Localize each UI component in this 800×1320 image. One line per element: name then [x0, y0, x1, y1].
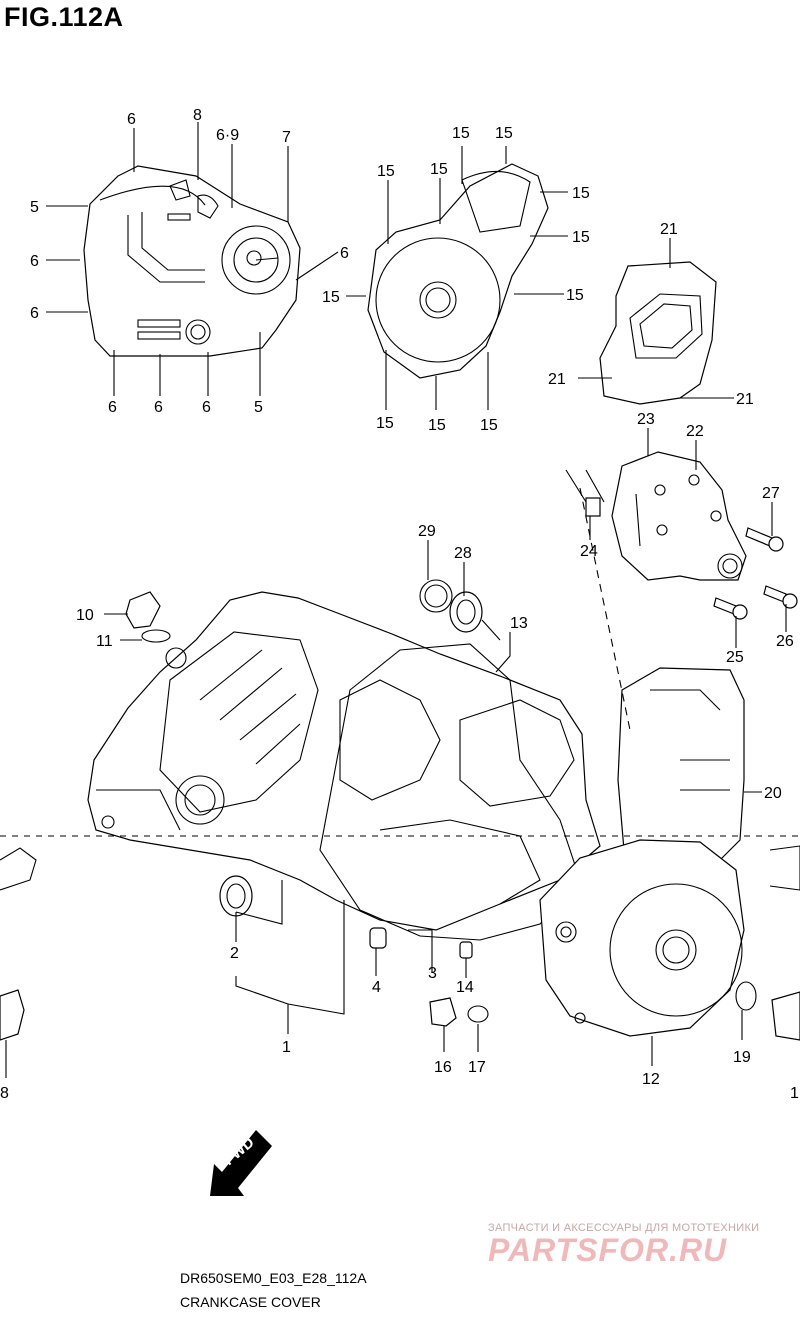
callout-12: 12	[642, 1071, 660, 1088]
callout-6-9: 6·9	[216, 127, 239, 144]
callout-15: 15	[566, 287, 584, 304]
callout-labels: 6 8 6·9 7 5 6 6 6 6 6 6 5 15 15 15 15 15…	[0, 107, 799, 1102]
callout-21: 21	[660, 221, 678, 238]
callout-24: 24	[580, 543, 598, 560]
callout-27: 27	[762, 485, 780, 502]
callout-15: 15	[377, 163, 395, 180]
callout-17: 17	[468, 1059, 486, 1076]
callout-4: 4	[372, 979, 381, 996]
sprocket-cover	[599, 261, 717, 405]
leader-lines	[5, 122, 787, 1078]
figure-code: DR650SEM0_E03_E28_112A	[180, 1270, 367, 1286]
callout-15: 15	[572, 185, 590, 202]
filler-cap	[125, 591, 171, 643]
watermark-brand: PARTSFOR.RU	[488, 1232, 728, 1268]
callout-6: 6	[154, 399, 163, 416]
callout-7: 7	[282, 129, 291, 146]
callout-15: 15	[480, 417, 498, 434]
callout-15: 15	[430, 161, 448, 178]
callout-16: 16	[434, 1059, 452, 1076]
water-pump-cover	[585, 451, 747, 581]
bolts-group	[713, 527, 798, 620]
assembly-lines	[0, 469, 800, 837]
callout-26: 26	[776, 633, 794, 650]
callout-1: 1	[790, 1085, 799, 1102]
callout-10: 10	[76, 607, 94, 624]
callout-13: 13	[510, 615, 528, 632]
callout-20: 20	[764, 785, 782, 802]
stator-cover-20	[617, 667, 745, 871]
callout-15: 15	[376, 415, 394, 432]
callout-6: 6	[202, 399, 211, 416]
generator-cover	[367, 163, 549, 379]
callout-15: 15	[428, 417, 446, 434]
callout-15: 15	[572, 229, 590, 246]
callout-3: 3	[428, 965, 437, 982]
callout-6: 6	[127, 111, 136, 128]
callout-15: 15	[322, 289, 340, 306]
small-parts	[0, 845, 800, 1041]
callout-8: 8	[193, 107, 202, 124]
callout-28: 28	[454, 545, 472, 562]
callout-29: 29	[418, 523, 436, 540]
callout-1: 1	[282, 1039, 291, 1056]
callout-14: 14	[456, 979, 474, 996]
callout-15: 15	[452, 125, 470, 142]
callout-2: 2	[230, 945, 239, 962]
callout-21: 21	[548, 371, 566, 388]
callout-6: 6	[108, 399, 117, 416]
callout-6: 6	[340, 245, 349, 262]
callout-5: 5	[254, 399, 263, 416]
callout-5: 5	[30, 199, 39, 216]
crankcase	[87, 591, 601, 931]
callout-21: 21	[736, 391, 754, 408]
callout-6: 6	[30, 305, 39, 322]
callout-15: 15	[495, 125, 513, 142]
callout-8: 8	[0, 1085, 9, 1102]
figure-title: FIG.112A	[4, 2, 124, 32]
callout-23: 23	[637, 411, 655, 428]
callout-25: 25	[726, 649, 744, 666]
callout-22: 22	[686, 423, 704, 440]
callout-19: 19	[733, 1049, 751, 1066]
callout-6: 6	[30, 253, 39, 270]
cover-gasket	[319, 643, 581, 941]
crankcase-cover-12	[539, 839, 745, 1037]
clutch-cover	[83, 165, 301, 357]
callout-11: 11	[96, 633, 113, 650]
oil-seal-parts	[419, 579, 483, 633]
part-group-name: CRANKCASE COVER	[180, 1294, 321, 1310]
fwd-arrow-icon	[210, 1130, 272, 1196]
watermark-tagline: ЗАПЧАСТИ И АКСЕССУАРЫ ДЛЯ МОТОТЕХНИКИ	[488, 1222, 760, 1234]
